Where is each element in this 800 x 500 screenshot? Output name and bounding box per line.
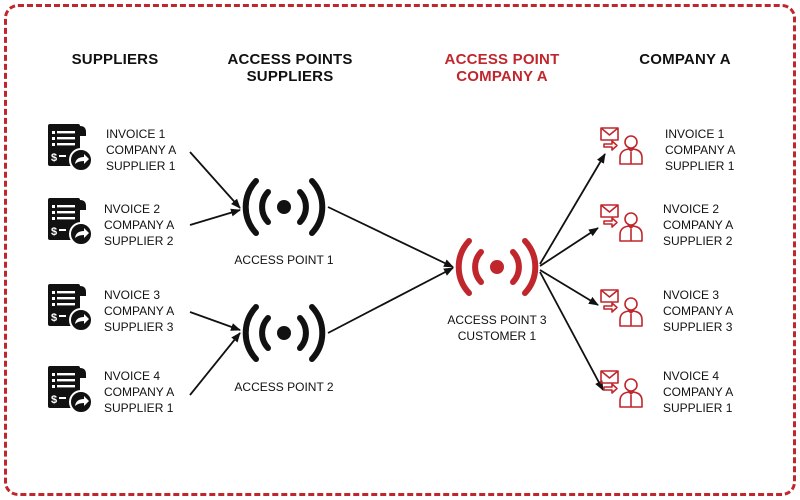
company-title-line: COMPANY A <box>639 51 731 68</box>
access-point-company-title-line: ACCESS POINT <box>444 51 560 68</box>
supplier-label-line: SUPPLIER 3 <box>104 320 174 334</box>
recipient-label-line: SUPPLIER 1 <box>663 401 733 415</box>
recipient-label-line: INVOICE 1 <box>665 127 725 141</box>
arrow-hub-to-recipient1 <box>539 153 606 265</box>
supplier-label: NVOICE 4 COMPANY A SUPPLIER 1 <box>104 368 174 416</box>
access-point-label: ACCESS POINT 1 <box>214 252 354 268</box>
arrow-supplier4-to-ap2 <box>189 332 241 396</box>
access-point-label-line: ACCESS POINT 2 <box>234 380 334 394</box>
broadcast-icon <box>455 238 539 296</box>
recipient-label-line: NVOICE 3 <box>663 288 720 302</box>
hub-label-line: CUSTOMER 1 <box>457 329 537 343</box>
supplier-label-line: SUPPLIER 1 <box>104 401 174 415</box>
arrow-supplier1-to-ap1 <box>189 151 241 209</box>
recipient-label: INVOICE 1 COMPANY A SUPPLIER 1 <box>665 126 735 174</box>
recipient-label-line: NVOICE 4 <box>663 369 720 383</box>
broadcast-icon <box>242 304 326 362</box>
recipient-label-line: SUPPLIER 1 <box>665 159 735 173</box>
suppliers-title: SUPPLIERS <box>40 51 190 68</box>
supplier-label-line: COMPANY A <box>104 385 175 399</box>
hub-label-line: ACCESS POINT 3 <box>447 313 547 327</box>
recipient-label: NVOICE 3 COMPANY A SUPPLIER 3 <box>663 287 733 335</box>
arrow-hub-to-recipient2 <box>539 227 599 267</box>
recipient-label-line: COMPANY A <box>663 385 734 399</box>
recipient-label-line: SUPPLIER 2 <box>663 234 733 248</box>
arrow-ap1-to-hub <box>327 206 454 268</box>
suppliers-title-line: SUPPLIERS <box>71 51 159 68</box>
access-points-suppliers-title-line: SUPPLIERS <box>246 68 334 85</box>
recipient-label-line: SUPPLIER 3 <box>663 320 733 334</box>
supplier-label-line: INVOICE 1 <box>106 127 166 141</box>
diagram-frame <box>4 4 796 496</box>
recipient-mail-icon <box>600 204 643 242</box>
recipient-label: NVOICE 2 COMPANY A SUPPLIER 2 <box>663 201 733 249</box>
broadcast-icon <box>242 178 326 236</box>
hub-label: ACCESS POINT 3 CUSTOMER 1 <box>427 312 567 344</box>
supplier-label-line: NVOICE 2 <box>104 202 161 216</box>
supplier-label: NVOICE 3 COMPANY A SUPPLIER 3 <box>104 287 174 335</box>
supplier-label-line: COMPANY A <box>104 218 175 232</box>
access-points-suppliers-title-line: ACCESS POINTS <box>227 51 353 68</box>
arrow-supplier3-to-ap2 <box>189 311 241 331</box>
arrow-hub-to-recipient4 <box>539 271 604 391</box>
access-points-suppliers-title: ACCESS POINTS SUPPLIERS <box>205 51 375 85</box>
access-point-company-title-line: COMPANY A <box>456 68 548 85</box>
supplier-label-line: NVOICE 4 <box>104 369 161 383</box>
recipient-label-line: NVOICE 2 <box>663 202 720 216</box>
recipient-mail-icon <box>600 289 643 327</box>
recipient-mail-icon <box>600 127 643 165</box>
supplier-label-line: SUPPLIER 1 <box>106 159 176 173</box>
recipient-label-line: COMPANY A <box>665 143 736 157</box>
supplier-label-line: SUPPLIER 2 <box>104 234 174 248</box>
recipient-label-line: COMPANY A <box>663 304 734 318</box>
supplier-label-line: COMPANY A <box>104 304 175 318</box>
supplier-label: INVOICE 1 COMPANY A SUPPLIER 1 <box>106 126 176 174</box>
access-point-company-title: ACCESS POINT COMPANY A <box>417 51 587 85</box>
arrow-hub-to-recipient3 <box>539 269 599 306</box>
supplier-label-line: NVOICE 3 <box>104 288 161 302</box>
company-title: COMPANY A <box>610 51 760 68</box>
arrow-ap2-to-hub <box>327 267 454 334</box>
recipient-mail-icon <box>600 370 643 408</box>
recipient-label: NVOICE 4 COMPANY A SUPPLIER 1 <box>663 368 733 416</box>
access-point-label: ACCESS POINT 2 <box>214 379 354 395</box>
supplier-label: NVOICE 2 COMPANY A SUPPLIER 2 <box>104 201 174 249</box>
recipient-label-line: COMPANY A <box>663 218 734 232</box>
supplier-label-line: COMPANY A <box>106 143 177 157</box>
arrow-supplier2-to-ap1 <box>189 208 241 226</box>
access-point-label-line: ACCESS POINT 1 <box>234 253 334 267</box>
